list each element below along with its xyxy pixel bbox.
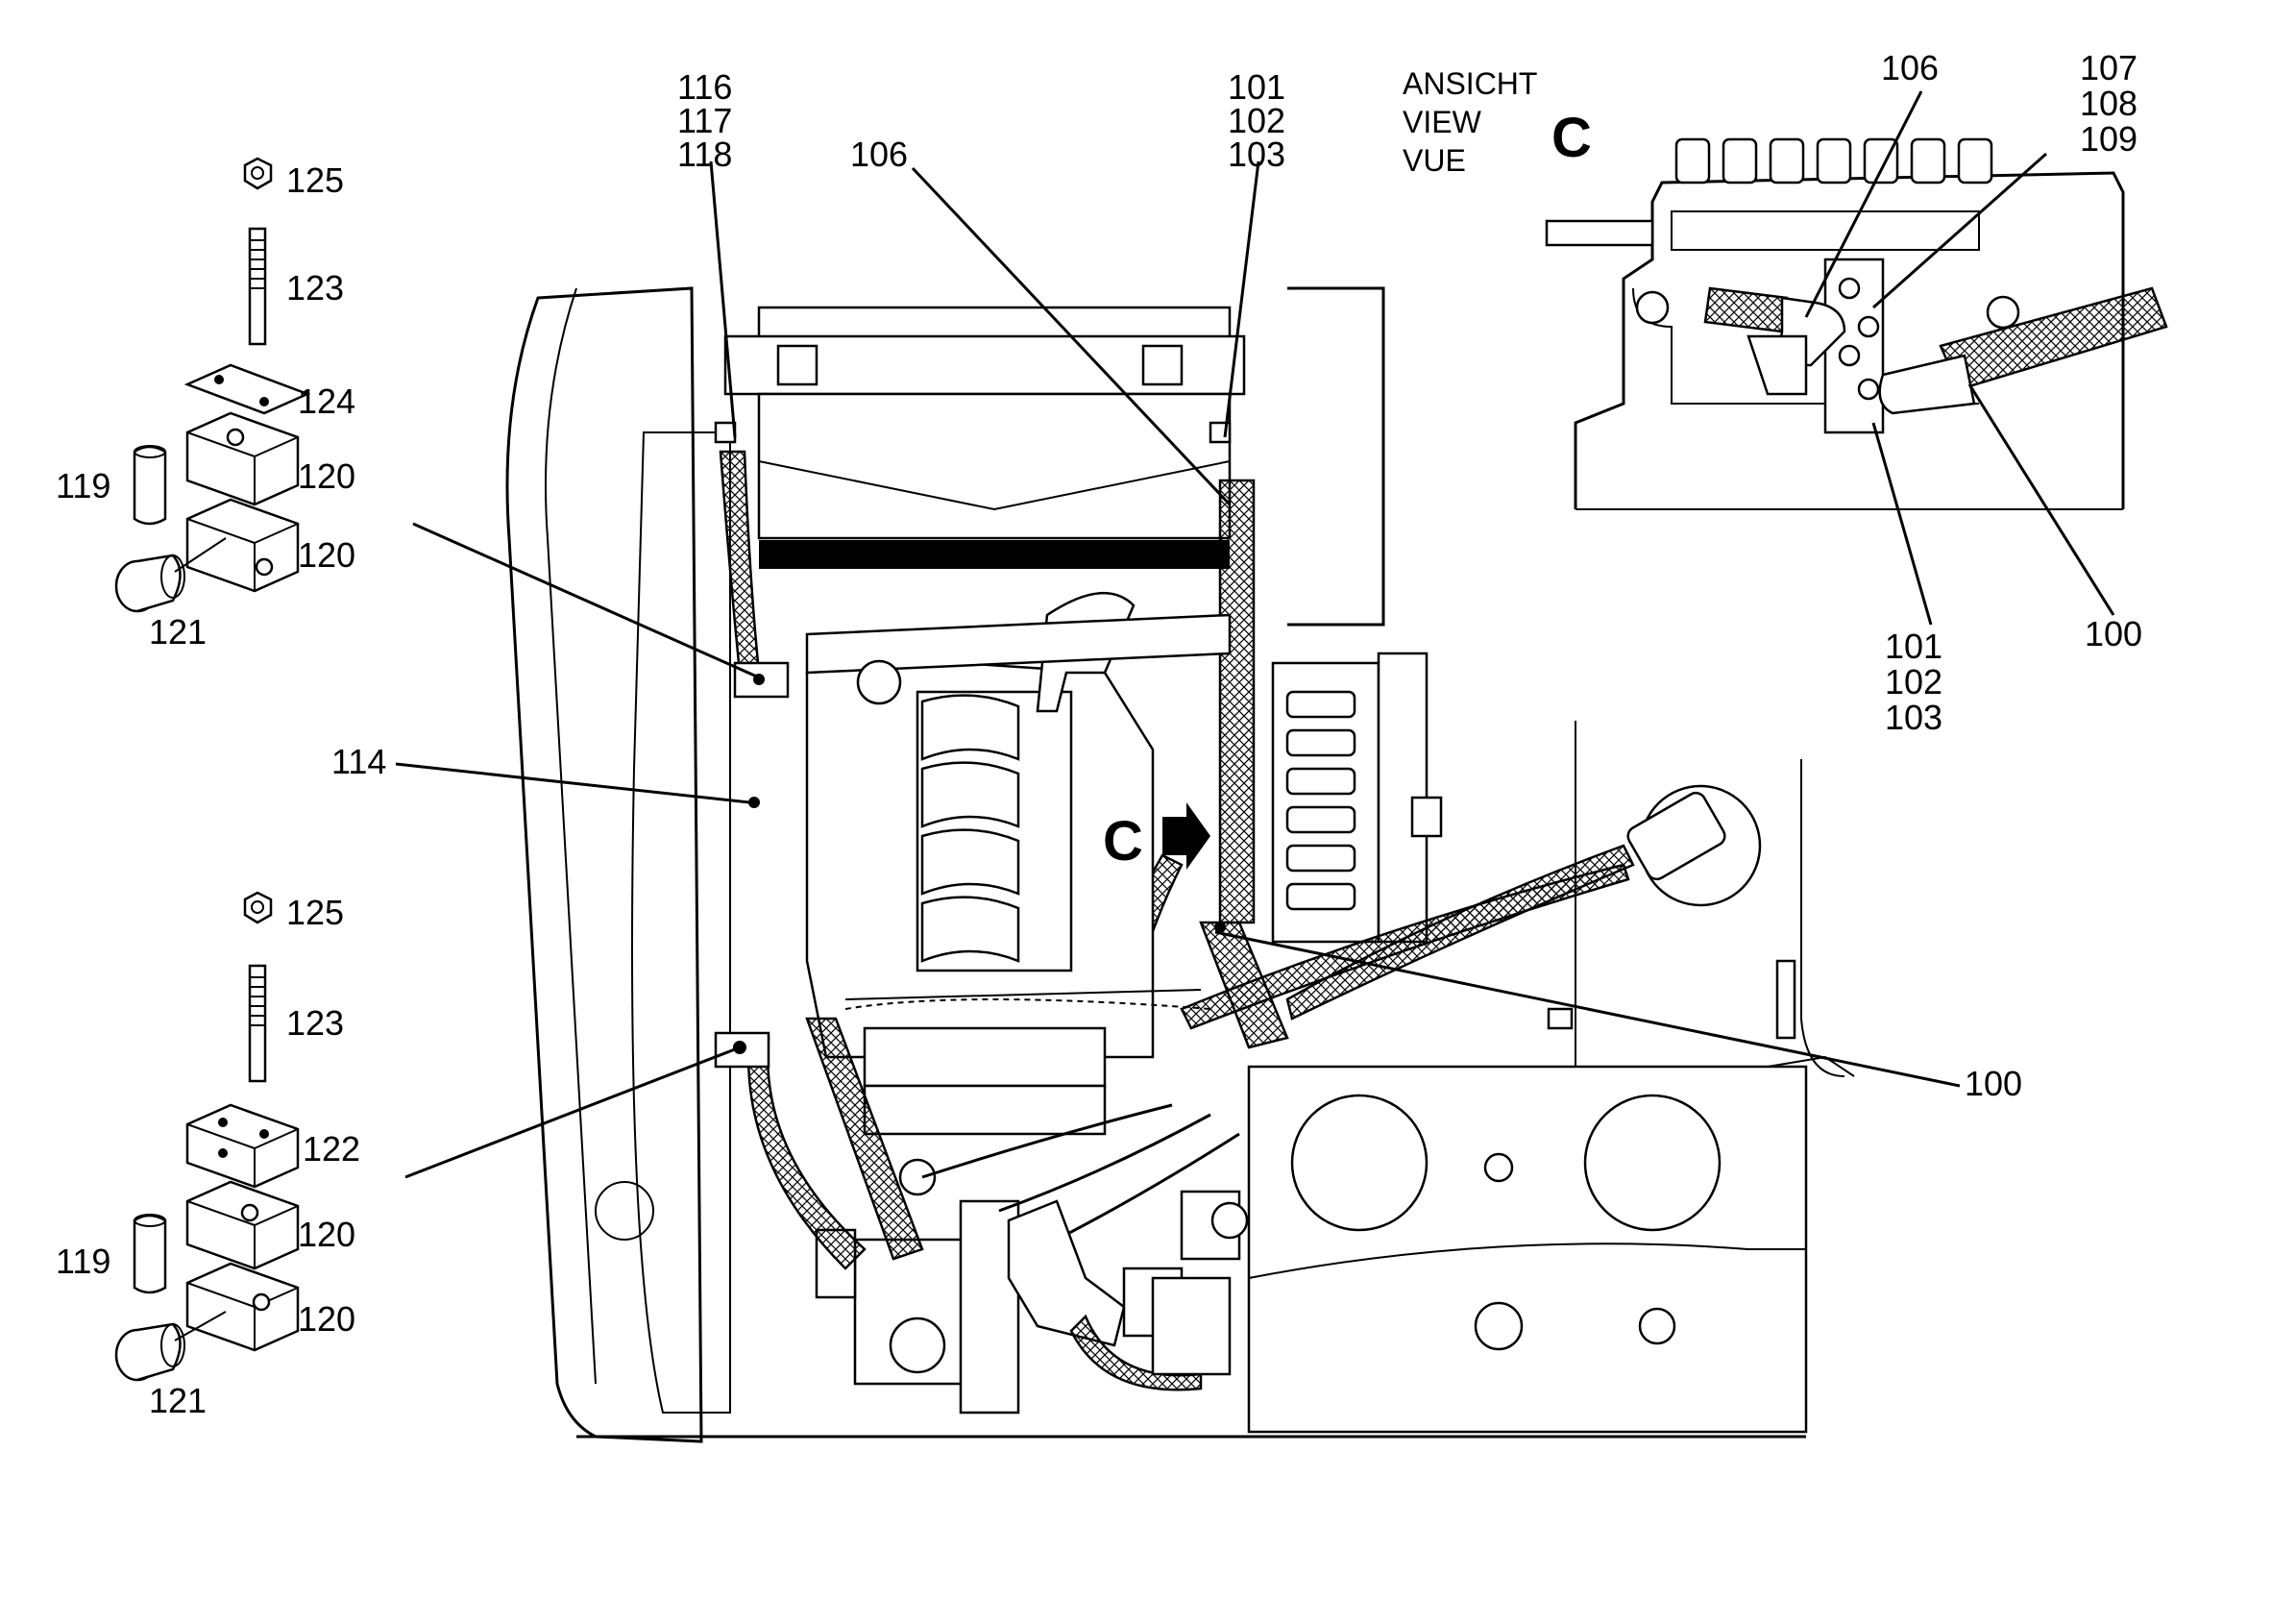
view-caption-letter: C [1551, 107, 1592, 169]
view-caption: ANSICHT VIEW VUE C [1403, 66, 1592, 178]
callout-118: 118 [677, 135, 732, 174]
view-caption-fr: VUE [1403, 143, 1466, 178]
clamp-bottom-123: 123 [286, 1003, 344, 1043]
callout-100: 100 [1965, 1064, 2022, 1103]
callout-101: 101 [1228, 67, 1285, 107]
clamp-top-125: 125 [286, 160, 344, 200]
clamp-bottom-122: 122 [303, 1129, 360, 1169]
callout-labels: 116 117 118 101 102 103 106 114 100 [331, 67, 2022, 1103]
view-caption-de: ANSICHT [1403, 66, 1537, 101]
clamp-bottom-120a: 120 [298, 1215, 355, 1254]
clamp-top-123: 123 [286, 268, 344, 308]
inset-callout-100: 100 [2085, 614, 2142, 653]
inset-callouts: 106 107 108 109 101 102 103 100 [1881, 48, 2142, 737]
clamp-assembly-top: 125 123 124 120 119 120 121 [56, 157, 355, 652]
clamp-top-121: 121 [149, 612, 207, 652]
engine-compartment: C [505, 286, 1855, 1443]
inset-callout-101: 101 [1885, 627, 1942, 666]
clamp-assembly-bottom: 125 123 122 120 119 120 121 [56, 891, 360, 1420]
clamp-bottom-121: 121 [149, 1381, 207, 1420]
leader-lines [395, 160, 1961, 1179]
clamp-top-124: 124 [298, 381, 355, 421]
callout-106: 106 [850, 135, 908, 174]
callout-103: 103 [1228, 135, 1285, 174]
inset-callout-109: 109 [2080, 119, 2137, 159]
callout-114: 114 [331, 742, 386, 781]
inset-callout-107: 107 [2080, 48, 2137, 87]
inset-callout-102: 102 [1885, 662, 1942, 701]
inset-leader-lines [1804, 90, 2115, 626]
inset-callout-106: 106 [1881, 48, 1939, 87]
clamp-bottom-120b: 120 [298, 1299, 355, 1339]
clamp-top-120b: 120 [298, 535, 355, 575]
inset-callout-108: 108 [2080, 84, 2137, 123]
inset-view-c [1545, 137, 2168, 510]
inset-callout-103: 103 [1885, 698, 1942, 737]
clamp-top-120a: 120 [298, 456, 355, 496]
callout-117: 117 [677, 101, 732, 140]
injector-caps [1674, 137, 1993, 185]
view-direction-letter: C [1103, 810, 1143, 873]
callout-116: 116 [677, 67, 732, 107]
view-caption-en: VIEW [1403, 105, 1482, 139]
callout-102: 102 [1228, 101, 1285, 140]
clamp-bottom-119: 119 [56, 1242, 110, 1281]
clamp-top-119: 119 [56, 466, 110, 505]
clamp-bottom-125: 125 [286, 893, 344, 932]
